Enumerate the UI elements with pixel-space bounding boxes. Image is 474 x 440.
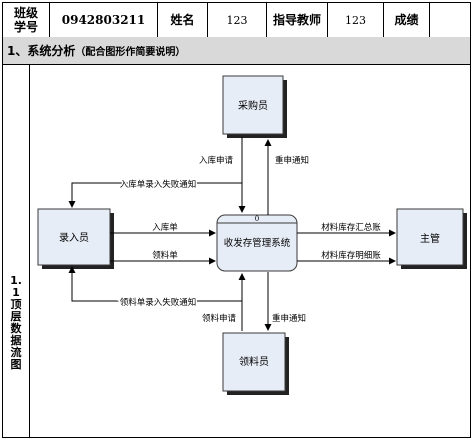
section-title: 1、系统分析 bbox=[7, 44, 76, 58]
supervisor-label: 主管 bbox=[420, 232, 440, 245]
advisor-value: 123 bbox=[345, 13, 366, 27]
process-number: 0 bbox=[255, 215, 259, 223]
grade-value-cell bbox=[430, 3, 470, 37]
info-header-row: 班级 学号 0942803211 姓名 123 指导教师 123 成绩 bbox=[3, 3, 470, 38]
advisor-label: 指导教师 bbox=[272, 13, 321, 27]
flow-inbound-failure-label: 入库单录入失败通知 bbox=[120, 179, 197, 190]
grade-label: 成绩 bbox=[394, 13, 419, 27]
flow-inbound-failure-arrow bbox=[68, 182, 242, 208]
advisor-label-cell: 指导教师 bbox=[267, 3, 328, 37]
name-label-cell: 姓名 bbox=[158, 3, 208, 37]
flow-inbound-request-label: 入库申请 bbox=[199, 155, 234, 166]
data-flow-diagram: 采购员 录入员 0 收发存管理系统 主管 领料员 入库申请 重申通知 入库单录入… bbox=[37, 75, 467, 395]
side-label-column: 1.1顶层数据流图 bbox=[3, 65, 30, 437]
name-value-cell: 123 bbox=[208, 3, 267, 37]
name-value: 123 bbox=[226, 13, 248, 27]
name-label: 姓名 bbox=[170, 13, 195, 27]
flow-resubmit-top-label: 重申通知 bbox=[275, 155, 309, 166]
process-label: 收发存管理系统 bbox=[224, 237, 291, 249]
section-heading: 1、系统分析 （配合图形作简要说明） bbox=[3, 37, 470, 65]
flow-requisition-request-label: 领料申请 bbox=[202, 313, 237, 324]
purchaser-box bbox=[222, 75, 284, 135]
supervisor-box bbox=[396, 208, 464, 266]
section-subtitle: （配合图形作简要说明） bbox=[75, 47, 186, 58]
class-id-label: 班级 学号 bbox=[13, 6, 38, 34]
purchaser-label: 采购员 bbox=[238, 99, 268, 112]
entry-clerk-box bbox=[37, 208, 111, 266]
grade-label-cell: 成绩 bbox=[384, 3, 430, 37]
entry-clerk-label: 录入员 bbox=[59, 232, 89, 244]
flow-inbound-form-label: 入库单 bbox=[152, 222, 178, 233]
student-id-value: 0942803211 bbox=[61, 13, 146, 27]
flow-requisition-form-label: 领料单 bbox=[152, 250, 178, 261]
flow-inventory-summary-label: 材料库存汇总账 bbox=[321, 222, 381, 233]
side-label: 1.1顶层数据流图 bbox=[10, 274, 22, 371]
advisor-value-cell: 123 bbox=[328, 3, 384, 37]
material-clerk-label: 领料员 bbox=[239, 355, 269, 368]
class-id-label-cell: 班级 学号 bbox=[3, 3, 50, 37]
flow-resubmit-bottom-label: 重申通知 bbox=[272, 313, 306, 324]
material-clerk-box bbox=[222, 332, 286, 392]
process-box bbox=[216, 214, 298, 272]
flow-requisition-failure-label: 领料单录入失败通知 bbox=[120, 297, 197, 308]
flow-requisition-failure-arrow bbox=[68, 266, 242, 302]
flow-inventory-detail-label: 材料库存明细账 bbox=[321, 250, 381, 261]
student-id-cell: 0942803211 bbox=[50, 3, 158, 37]
